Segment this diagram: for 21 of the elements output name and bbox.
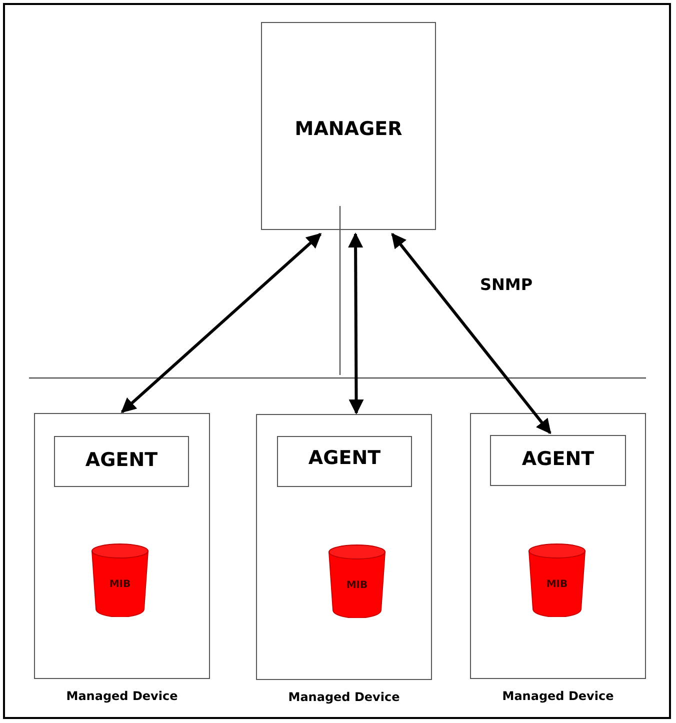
device-box	[34, 413, 210, 679]
node-label: AGENT	[308, 447, 381, 469]
device-caption: Managed Device	[65, 689, 179, 703]
manager-box	[261, 22, 436, 230]
node-label: AGENT	[85, 449, 158, 471]
agent-box	[277, 436, 412, 487]
double-arrow	[120, 232, 322, 414]
agent-box	[490, 435, 626, 486]
double-arrow	[348, 232, 364, 414]
device-caption: Managed Device	[501, 689, 615, 703]
database-label: MIB	[546, 579, 568, 590]
protocol-label: SNMP	[480, 275, 533, 294]
device-caption: Managed Device	[287, 690, 401, 704]
database-label: MIB	[346, 580, 368, 591]
node-label: MANAGER	[294, 118, 402, 140]
node-label: AGENT	[522, 448, 594, 470]
database-label: MIB	[109, 579, 131, 590]
double-arrow	[391, 232, 552, 434]
device-box	[470, 413, 646, 679]
device-box	[256, 414, 432, 680]
agent-box	[54, 436, 189, 487]
